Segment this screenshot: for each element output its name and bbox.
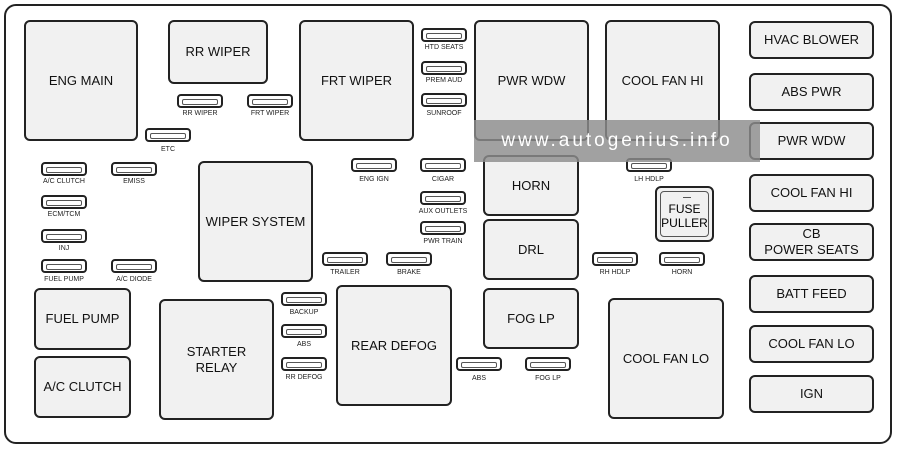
fuse-etc <box>145 128 191 142</box>
side-ign: IGN <box>749 375 874 413</box>
fuse-label-rh-hdlp: RH HDLP <box>599 269 631 276</box>
fuse-emiss <box>111 162 157 176</box>
fuse-abs-left <box>281 324 327 338</box>
fuse-label-fog-lp: FOG LP <box>535 375 561 382</box>
watermark-banner: www.autogenius.info <box>474 120 760 162</box>
fuse-ac-clutch <box>41 162 87 176</box>
fuse-puller-label: FUSE PULLER <box>661 202 708 230</box>
relay-frt-wiper: FRT WIPER <box>299 20 414 141</box>
fuse-rr-wiper <box>177 94 223 108</box>
fuse-label-ac-clutch: A/C CLUTCH <box>42 178 85 185</box>
relay-fog-lp: FOG LP <box>483 288 579 349</box>
fuse-label-backup: BACKUP <box>289 309 319 316</box>
fuse-backup <box>281 292 327 306</box>
fuse-rr-defog <box>281 357 327 371</box>
fuse-puller: FUSE PULLER <box>655 186 714 242</box>
fuse-brake <box>386 252 432 266</box>
fuse-label-cigar: CIGAR <box>431 176 455 183</box>
relay-drl: DRL <box>483 219 579 280</box>
side-cb-power-seats: CB POWER SEATS <box>749 223 874 261</box>
fuse-label-frt-wiper: FRT WIPER <box>250 110 290 117</box>
side-cool-fan-lo: COOL FAN LO <box>749 325 874 363</box>
side-pwr-wdw: PWR WDW <box>749 122 874 160</box>
fuse-label-ecm-tcm: ECM/TCM <box>47 211 81 218</box>
relay-starter: STARTER RELAY <box>159 299 274 420</box>
fuse-label-lh-hdlp: LH HDLP <box>634 176 664 183</box>
fuse-label-abs-left: ABS <box>296 341 311 348</box>
fuse-inj <box>41 229 87 243</box>
side-hvac-blower: HVAC BLOWER <box>749 21 874 59</box>
fuse-ecm-tcm <box>41 195 87 209</box>
relay-rr-wiper: RR WIPER <box>168 20 268 84</box>
fuse-label-inj: INJ <box>58 245 70 252</box>
fuse-trailer <box>322 252 368 266</box>
fuse-ac-diode <box>111 259 157 273</box>
fuse-horn <box>659 252 705 266</box>
relay-wiper-system: WIPER SYSTEM <box>198 161 313 282</box>
fuse-frt-wiper <box>247 94 293 108</box>
fuse-label-horn: HORN <box>671 269 693 276</box>
relay-cool-fan-lo: COOL FAN LO <box>608 298 724 419</box>
fuse-puller-grip <box>683 197 691 198</box>
fuse-sunroof <box>421 93 467 107</box>
fuse-fuel-pump <box>41 259 87 273</box>
relay-horn: HORN <box>483 155 579 216</box>
fuse-label-prem-aud: PREM AUD <box>425 77 463 84</box>
fuse-abs-right <box>456 357 502 371</box>
fuse-fog-lp <box>525 357 571 371</box>
side-abs-pwr: ABS PWR <box>749 73 874 111</box>
fuse-aux-outlets <box>420 191 466 205</box>
fuse-htd-seats <box>421 28 467 42</box>
relay-ac-clutch: A/C CLUTCH <box>34 356 131 418</box>
fuse-label-eng-ign: ENG IGN <box>359 176 389 183</box>
fuse-label-htd-seats: HTD SEATS <box>424 44 464 51</box>
relay-fuel-pump: FUEL PUMP <box>34 288 131 350</box>
relay-rear-defog: REAR DEFOG <box>336 285 452 406</box>
fuse-label-emiss: EMISS <box>123 178 145 185</box>
fuse-label-brake: BRAKE <box>397 269 421 276</box>
fuse-pwr-train <box>420 221 466 235</box>
relay-eng-main: ENG MAIN <box>24 20 138 141</box>
fuse-label-trailer: TRAILER <box>330 269 360 276</box>
fuse-label-aux-outlets: AUX OUTLETS <box>418 208 468 215</box>
fuse-label-ac-diode: A/C DIODE <box>116 276 152 283</box>
fuse-label-rr-wiper: RR WIPER <box>182 110 218 117</box>
fuse-puller-frame <box>660 191 709 237</box>
fuse-label-rr-defog: RR DEFOG <box>285 374 323 381</box>
fuse-cigar <box>420 158 466 172</box>
fuse-label-etc: ETC <box>161 146 175 153</box>
side-batt-feed: BATT FEED <box>749 275 874 313</box>
fuse-prem-aud <box>421 61 467 75</box>
fuse-eng-ign <box>351 158 397 172</box>
fuse-label-pwr-train: PWR TRAIN <box>423 238 463 245</box>
fuse-label-sunroof: SUNROOF <box>426 110 462 117</box>
fuse-rh-hdlp <box>592 252 638 266</box>
fuse-label-fuel-pump: FUEL PUMP <box>44 276 84 283</box>
fuse-label-abs-right: ABS <box>471 375 486 382</box>
side-cool-fan-hi: COOL FAN HI <box>749 174 874 212</box>
